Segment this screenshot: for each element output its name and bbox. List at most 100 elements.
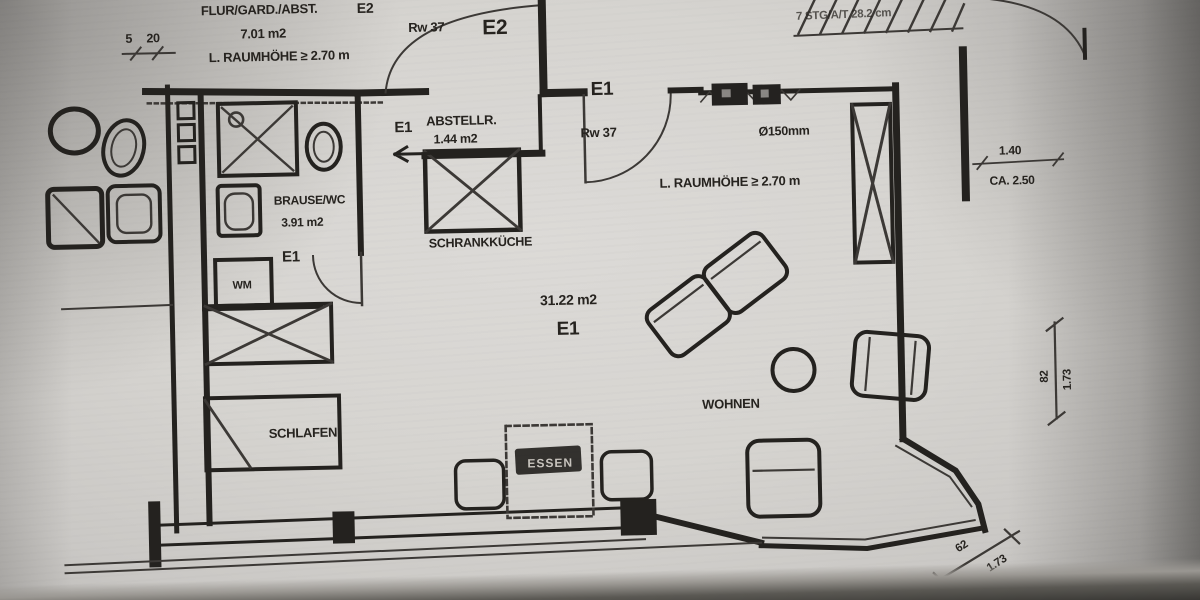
bath-door-arc [311,254,364,304]
shower-cross [220,104,295,174]
hall-ceiling-label: L. RAUMHÖHE ≥ 2.70 m [209,47,350,65]
hall-unit-small-label: E2 [357,0,374,16]
entry-unit-label: E1 [590,79,614,100]
storage-unit-label: E1 [394,119,412,136]
wall-living-top-a [667,86,704,94]
bath-name-label: BRAUSE/WC [274,192,346,208]
living-area-label: 31.22 m2 [540,291,598,308]
wall-bottom-step [652,513,765,547]
hall-name-label: FLUR/GARD./ABST. [201,1,318,18]
illegible-stamp-a-glyph [721,89,731,98]
bath-sink [304,121,343,172]
scan-rotation: FLUR/GARD./ABST. E2 7.01 m2 L. RAUMHÖHE … [45,0,1088,589]
kitchen-name-label: SCHRANKKÜCHE [429,233,533,250]
dimension-lines [121,45,1066,589]
door-arc-top-right [977,0,1087,58]
dim-top-left-b: 20 [146,31,160,45]
lounge-seat-seam [752,468,815,472]
wardrobe [203,301,335,367]
hall-door-arc [384,4,543,94]
dining-label-smudge [514,445,582,475]
kitchen-unit [422,147,523,234]
shower-tray [215,100,300,178]
dining-name-label: ESSEN [527,456,573,471]
sofa-1-outline [644,274,732,359]
wall-bay [898,434,989,534]
entry-sound-label: Rw 37 [580,125,616,141]
shower-drain [227,111,245,128]
neighbor-shower-inner [115,193,153,235]
wardrobe-cross [203,301,335,367]
shaft-square-1 [176,100,196,121]
sofa-2-outline [701,230,790,316]
bath-area-label: 3.91 m2 [281,215,324,230]
dim-top-left-line [121,45,176,62]
jamb-mid [332,511,356,544]
armchair [849,329,932,402]
wall-bath-right [354,89,365,257]
window-rail-bottom [153,525,647,547]
storage-area-label: 1.44 m2 [433,132,477,147]
window-rail-top [153,505,646,527]
walls [61,0,1088,575]
wall-corridor-right [537,0,548,98]
neighbor-shower [105,183,163,245]
neighbor-sink-basin [110,128,138,168]
armchair-seams [864,336,917,395]
wall-far-left [164,84,180,534]
living-name-label: WOHNEN [702,396,760,412]
lounge-seat [745,437,823,519]
entry-door-arc [584,92,672,184]
wall-kitchen-bar [421,149,546,160]
dim-bottom-right-inner: 62 [953,538,970,555]
sofa-2 [701,230,790,316]
wall-bay-bottom [758,525,986,551]
edge-fixture-top [47,106,101,156]
living-unit-label: E1 [556,318,580,339]
edge-fixture-bottom [45,186,106,250]
stair-baseline [793,27,964,37]
chair-right [599,449,654,502]
dim-right-mid-inner: 82 [1039,370,1051,382]
sill-line-a [64,541,763,575]
living-ceiling-label: L. RAUMHÖHE ≥ 2.70 m [659,173,800,191]
entry-door-leaf [582,94,587,184]
edge-fixture-diag [51,193,101,245]
coffee-table [770,346,817,393]
labels: FLUR/GARD./ABST. E2 7.01 m2 L. RAUMHÖHE … [125,0,1074,574]
sill-line-b [64,538,647,567]
wall-kitchen-stub [537,94,543,154]
jamb-left [148,501,162,568]
bath-unit-label: E1 [282,248,300,265]
dim-top-left-a: 5 [125,32,132,46]
stair-treads-top-right [796,0,966,36]
wall-storage-top [354,88,430,97]
furniture [45,100,932,520]
toilet-bowl [223,192,255,231]
dining-table [504,422,595,520]
storage-name-label: ABSTELLR. [426,112,497,128]
wall-bath-top [142,87,362,97]
hall-sound-label: Rw 37 [408,19,444,35]
shaft-square-3 [177,144,197,165]
shaft-box [849,101,896,265]
sleeping-name-label: SCHLAFEN [269,425,338,441]
wall-bay-bottom-inner [761,519,976,541]
shaft-square-2 [176,122,197,143]
wall-corridor-jog [539,88,588,98]
dim-right-upper-top: 1.40 [999,143,1022,157]
dim-right-upper-line [972,152,1065,171]
shaft-cross [850,102,896,265]
kitchen-unit-cross [422,147,523,234]
stairs-and-shaft [793,0,966,265]
sofa-1-seam [653,283,705,324]
toilet [215,183,263,238]
wall-right [892,82,907,443]
vent-pipe-label: Ø150mm [758,124,809,139]
hall-area-label: 7.01 m2 [240,26,286,42]
sofa-1 [644,274,732,359]
bed [202,393,343,473]
stairs-note-label: 7 STG/A/T 28.2 cm [796,7,892,23]
wall-bay-inner [894,444,973,508]
